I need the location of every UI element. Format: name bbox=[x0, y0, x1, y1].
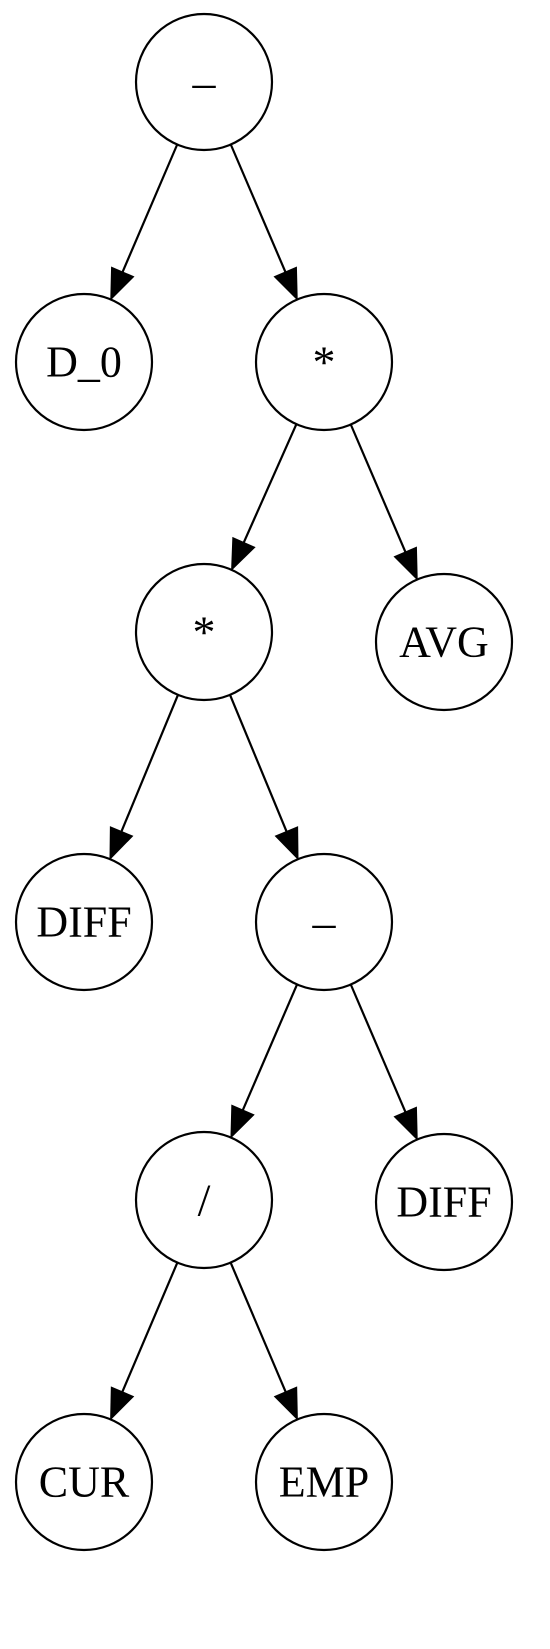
node-circle bbox=[134, 1130, 274, 1270]
tree-node: – bbox=[254, 852, 394, 992]
tree-node: D_0 bbox=[14, 292, 154, 432]
edge-line bbox=[349, 984, 407, 1113]
node-label: * bbox=[193, 607, 216, 658]
arrowhead-icon bbox=[110, 266, 135, 301]
edge-n7-n8 bbox=[230, 983, 299, 1139]
node-circle bbox=[134, 12, 274, 152]
edge-line bbox=[242, 423, 298, 543]
node-circle bbox=[374, 572, 514, 712]
node-label: DIFF bbox=[36, 898, 131, 947]
edge-line bbox=[120, 694, 180, 832]
tree-node: / bbox=[134, 1130, 274, 1270]
node-label: EMP bbox=[279, 1458, 369, 1507]
arrowhead-icon bbox=[274, 826, 299, 861]
node-circle bbox=[14, 1412, 154, 1552]
edge-n1-n2 bbox=[110, 144, 179, 301]
tree-node: * bbox=[134, 562, 274, 702]
node-label: * bbox=[313, 337, 336, 388]
node-label: / bbox=[198, 1175, 211, 1226]
node-circle bbox=[254, 292, 394, 432]
tree-node: DIFF bbox=[14, 852, 154, 992]
tree-node: EMP bbox=[254, 1412, 394, 1552]
edge-n4-n6 bbox=[109, 694, 180, 861]
edge-line bbox=[229, 144, 287, 273]
edge-n3-n5 bbox=[349, 424, 418, 581]
node-circle bbox=[14, 852, 154, 992]
edge-n8-n11 bbox=[229, 1262, 298, 1421]
edge-line bbox=[228, 694, 288, 832]
edge-line bbox=[241, 983, 299, 1111]
arrowhead-icon bbox=[273, 1386, 298, 1421]
edge-n4-n7 bbox=[228, 694, 299, 861]
node-circle bbox=[254, 1412, 394, 1552]
edge-n8-n10 bbox=[110, 1262, 179, 1421]
edge-line bbox=[121, 1262, 179, 1393]
tree-node: – bbox=[134, 12, 274, 152]
edge-line bbox=[349, 424, 407, 553]
node-label: – bbox=[192, 57, 217, 108]
node-circle bbox=[14, 292, 154, 432]
arrowhead-icon bbox=[393, 546, 418, 581]
tree-node: * bbox=[254, 292, 394, 432]
edges-layer bbox=[109, 144, 418, 1421]
node-circle bbox=[134, 562, 274, 702]
arrowhead-icon bbox=[110, 1386, 135, 1421]
nodes-layer: – D_0 * * AVG DIFF – / DIFF CUR EMP bbox=[14, 12, 514, 1552]
node-circle bbox=[374, 1132, 514, 1272]
tree-node: DIFF bbox=[374, 1132, 514, 1272]
arrowhead-icon bbox=[230, 1104, 255, 1139]
edge-n3-n4 bbox=[231, 423, 298, 572]
edge-n1-n3 bbox=[229, 144, 298, 301]
tree-node: AVG bbox=[374, 572, 514, 712]
node-circle bbox=[254, 852, 394, 992]
node-label: DIFF bbox=[396, 1178, 491, 1227]
edge-n7-n9 bbox=[349, 984, 418, 1141]
node-label: AVG bbox=[399, 618, 489, 667]
arrowhead-icon bbox=[231, 536, 256, 572]
node-label: D_0 bbox=[46, 338, 122, 387]
node-label: – bbox=[312, 897, 337, 948]
arrowhead-icon bbox=[393, 1106, 418, 1141]
arrowhead-icon bbox=[273, 266, 298, 301]
edge-line bbox=[121, 144, 179, 273]
arrowhead-icon bbox=[109, 826, 134, 861]
edge-line bbox=[229, 1262, 287, 1393]
node-label: CUR bbox=[39, 1458, 130, 1507]
tree-node: CUR bbox=[14, 1412, 154, 1552]
